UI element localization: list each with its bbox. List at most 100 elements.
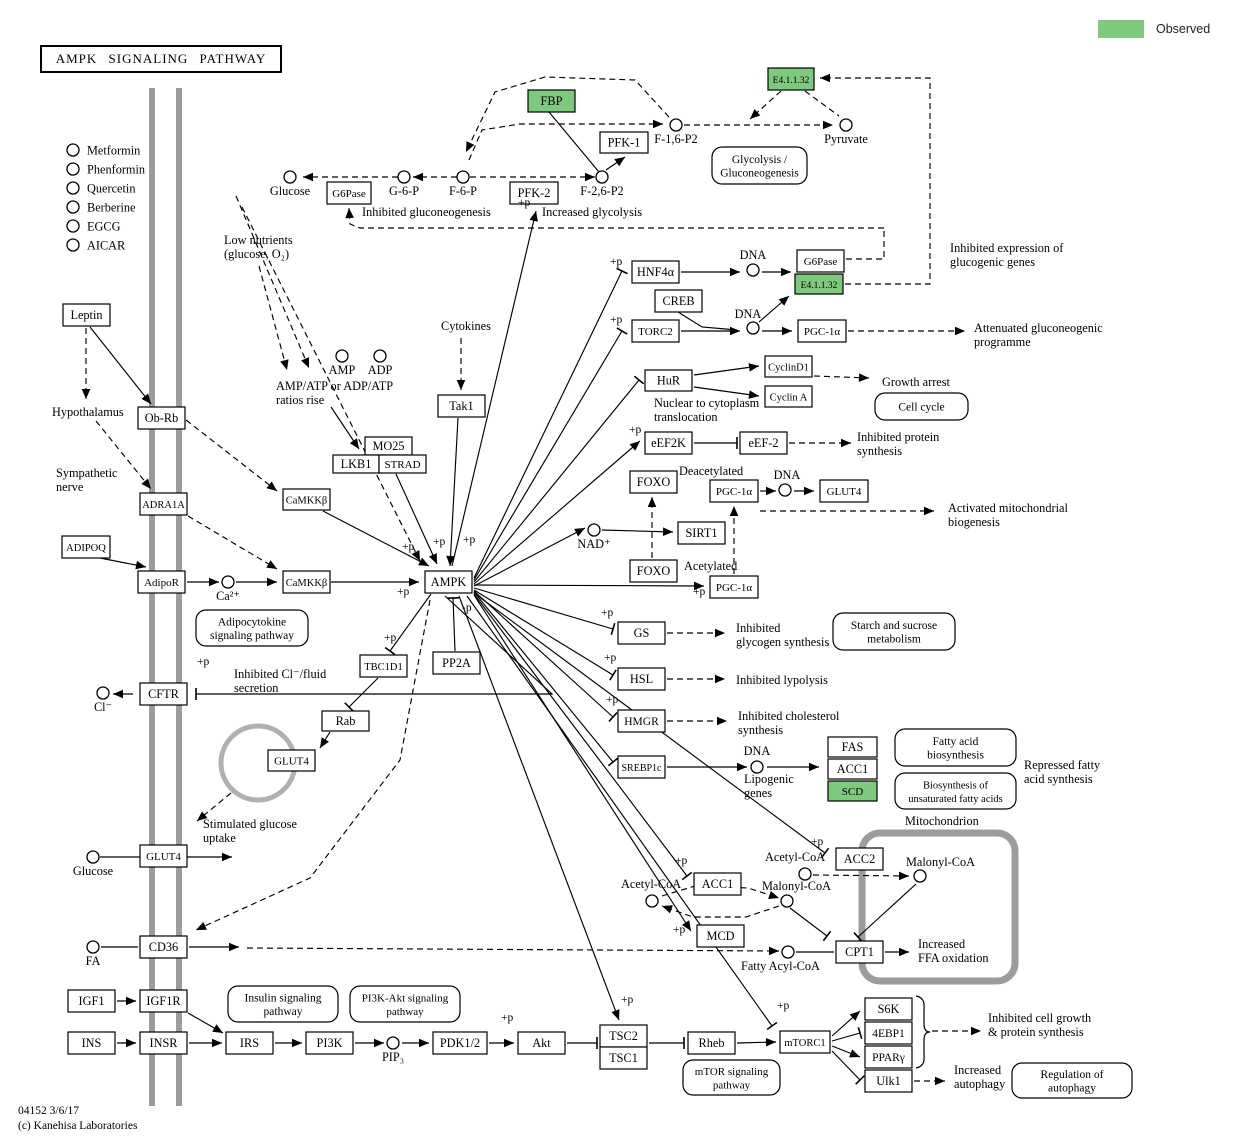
node-creb[interactable]: CREB <box>654 289 703 313</box>
node-glycolysis[interactable]: Glycolysis /Gluconeogenesis <box>711 146 808 185</box>
node-acc1-list[interactable]: ACC1 <box>827 758 878 780</box>
node-hsl[interactable]: HSL <box>617 667 666 691</box>
node-glut4-membrane[interactable]: GLUT4 <box>139 844 188 868</box>
node-leptin[interactable]: Leptin <box>62 303 111 327</box>
node-ulk1[interactable]: Ulk1 <box>864 1069 913 1093</box>
dna-circle[interactable] <box>746 321 760 335</box>
dna-circle[interactable] <box>780 894 794 908</box>
dna-circle[interactable] <box>913 869 927 883</box>
node-adipoq[interactable]: ADIPOQ <box>61 535 111 559</box>
node-mtorc1[interactable]: mTORC1 <box>779 1030 831 1054</box>
node-mo25[interactable]: MO25 <box>364 436 413 456</box>
compound-Quercetin[interactable]: Quercetin <box>66 181 135 196</box>
node-fbp[interactable]: FBP <box>527 89 576 113</box>
node-scd[interactable]: SCD <box>827 780 878 802</box>
compound-Cl⁻[interactable]: Cl⁻ <box>94 686 112 714</box>
node-camkkb-lower[interactable]: CaMKKβ <box>282 570 331 594</box>
node-s6k[interactable]: S6K <box>864 997 913 1021</box>
compound-Ca²⁺[interactable]: Ca²⁺ <box>216 575 240 603</box>
node-pgc1a-right[interactable]: PGC-1α <box>797 319 847 343</box>
node-4ebp1[interactable]: 4EBP1 <box>864 1021 913 1045</box>
node-eef2k[interactable]: eEF2K <box>644 431 693 455</box>
node-tsc2[interactable]: TSC2 <box>599 1024 648 1048</box>
compound-EGCG[interactable]: EGCG <box>66 219 121 234</box>
node-cd36[interactable]: CD36 <box>139 935 188 959</box>
compound-Metformin[interactable]: Metformin <box>66 143 140 158</box>
node-insr[interactable]: INSR <box>139 1031 188 1055</box>
node-lkb1[interactable]: LKB1 <box>332 454 380 474</box>
compound-Glucose[interactable]: Glucose <box>270 170 311 198</box>
node-akt[interactable]: Akt <box>517 1031 566 1055</box>
dna-circle[interactable] <box>746 263 760 277</box>
node-foxo-bottom[interactable]: FOXO <box>629 559 678 583</box>
compound-AMP[interactable]: AMP <box>329 349 356 377</box>
node-pgc1a-bottom[interactable]: PGC-1α <box>709 575 759 599</box>
compound-Glucose[interactable]: Glucose <box>73 850 114 878</box>
node-camkkb-upper[interactable]: CaMKKβ <box>282 488 331 511</box>
compound-Berberine[interactable]: Berberine <box>66 200 136 215</box>
node-pfk1[interactable]: PFK-1 <box>599 131 649 154</box>
node-g6pase-left[interactable]: G6Pase <box>326 181 372 205</box>
compound-PIP₃[interactable]: PIP₃ <box>382 1036 404 1064</box>
dna-circle[interactable] <box>798 867 812 881</box>
node-mcd[interactable]: MCD <box>696 924 745 948</box>
node-adipor[interactable]: AdipoR <box>137 570 186 594</box>
node-cftr[interactable]: CFTR <box>139 682 188 706</box>
node-acc2[interactable]: ACC2 <box>835 847 884 871</box>
node-pgc1a-mid[interactable]: PGC-1α <box>709 479 759 503</box>
compound-ADP[interactable]: ADP <box>368 349 393 377</box>
dna-circle[interactable] <box>645 894 659 908</box>
node-igf1r[interactable]: IGF1R <box>139 989 188 1013</box>
node-tak1[interactable]: Tak1 <box>437 394 486 418</box>
compound-FA[interactable]: FA <box>86 940 101 968</box>
node-pi3k[interactable]: PI3K <box>305 1031 354 1055</box>
dna-circle[interactable] <box>750 760 764 774</box>
node-pfk2[interactable]: PFK-2 <box>509 181 559 205</box>
dna-circle[interactable] <box>781 945 795 959</box>
node-torc2[interactable]: TORC2 <box>631 319 680 343</box>
node-eef2[interactable]: eEF-2 <box>739 431 788 455</box>
node-ampk[interactable]: AMPK <box>424 570 473 594</box>
node-igf1[interactable]: IGF1 <box>67 989 116 1013</box>
compound-Pyruvate[interactable]: Pyruvate <box>824 118 868 146</box>
node-e41132-top[interactable]: E4.1.1.32 <box>767 67 815 91</box>
compound-NAD⁺[interactable]: NAD⁺ <box>577 523 611 551</box>
compound-F-1,6-P2[interactable]: F-1,6-P2 <box>654 118 698 146</box>
node-e41132-right[interactable]: E4.1.1.32 <box>794 273 844 295</box>
node-gs[interactable]: GS <box>617 621 666 645</box>
node-cpt1[interactable]: CPT1 <box>835 940 884 964</box>
compound-F-6-P[interactable]: F-6-P <box>449 170 477 198</box>
node-cyclina[interactable]: Cyclin A <box>764 385 813 408</box>
compound-AICAR[interactable]: AICAR <box>66 238 126 253</box>
node-pparg[interactable]: PPARγ <box>864 1045 913 1069</box>
node-hmgr[interactable]: HMGR <box>617 709 666 733</box>
node-glut4-right[interactable]: GLUT4 <box>819 479 869 503</box>
node-tsc1[interactable]: TSC1 <box>599 1046 648 1070</box>
node-fas[interactable]: FAS <box>827 736 878 758</box>
node-hur[interactable]: HuR <box>644 369 693 392</box>
compound-G-6-P[interactable]: G-6-P <box>389 170 419 198</box>
node-pp2a[interactable]: PP2A <box>432 651 481 675</box>
node-rab[interactable]: Rab <box>321 710 370 732</box>
node-cyclind1[interactable]: CyclinD1 <box>764 355 813 378</box>
node-strad[interactable]: STRAD <box>378 454 427 474</box>
node-srebp1c[interactable]: SREBP1c <box>617 755 666 779</box>
node-glut4-vesicle[interactable]: GLUT4 <box>267 749 316 772</box>
node-obrb[interactable]: Ob-Rb <box>137 406 186 430</box>
node-irs[interactable]: IRS <box>225 1031 274 1055</box>
node-hnf4a[interactable]: HNF4α <box>631 260 680 284</box>
compound-Phenformin[interactable]: Phenformin <box>66 162 145 177</box>
node-adra1a[interactable]: ADRA1A <box>139 492 188 516</box>
dna-circle[interactable] <box>778 483 792 497</box>
compound-F-2,6-P2[interactable]: F-2,6-P2 <box>580 170 624 198</box>
node-cellcycle[interactable]: Cell cycle <box>874 392 969 421</box>
node-acc1-mito[interactable]: ACC1 <box>693 872 742 896</box>
